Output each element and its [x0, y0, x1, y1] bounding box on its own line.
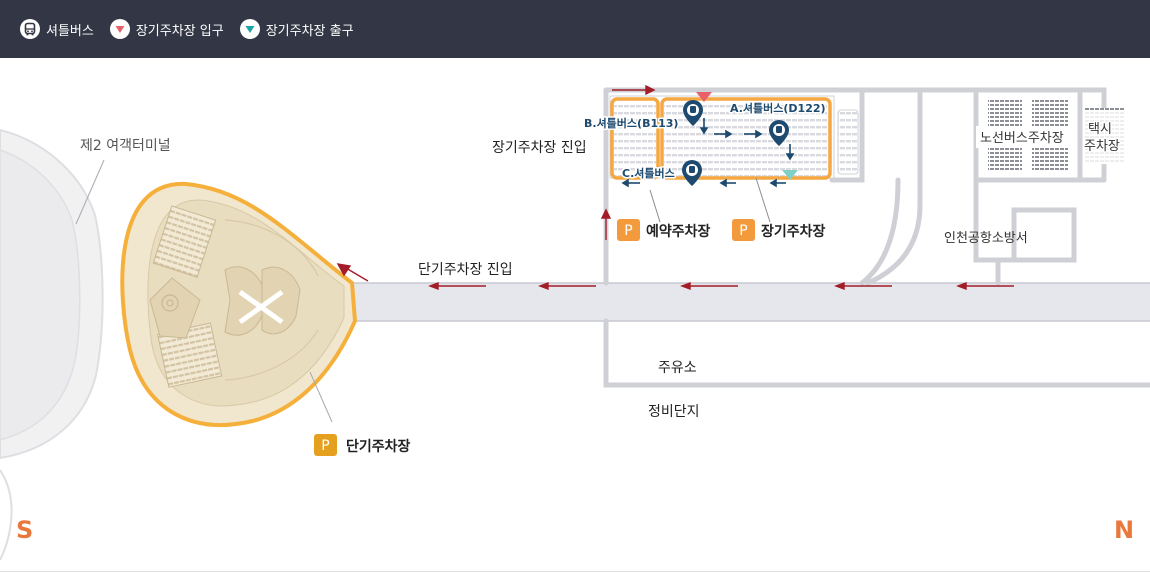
long-term-exit-marker: [782, 170, 798, 180]
entrance-triangle-icon: [109, 19, 130, 39]
short-term-parking-badge: P: [321, 438, 329, 454]
compass-north: N: [1114, 516, 1134, 544]
reserved-parking-outline: [610, 97, 660, 180]
long-term-leader-line: [755, 177, 771, 223]
long-term-parking-badge: P: [739, 223, 747, 239]
legend-long-term-exit[interactable]: 장기주차장 출구: [239, 19, 354, 39]
taxi-parking-area: [1084, 108, 1124, 164]
reserved-leader-line: [649, 189, 661, 223]
terminal-leader-line: [75, 159, 105, 225]
terminal-building: [0, 128, 104, 561]
short-term-leader-line: [309, 371, 333, 423]
legend-exit-label: 장기주차장 출구: [265, 23, 354, 39]
bus-parking-label: 노선버스주차장: [980, 131, 1064, 146]
shuttle-stop-a-pin[interactable]: [769, 120, 789, 146]
taxi-parking-label-line2: 주차장: [1084, 139, 1120, 154]
gas-station-label: 주유소: [658, 360, 697, 376]
maintenance-area-label: 정비단지: [648, 404, 700, 420]
long-term-parking-marker[interactable]: P 장기주차장: [732, 219, 826, 241]
map-area: 제2 여객터미널: [0, 58, 1150, 572]
secondary-roads: [603, 87, 1150, 388]
terminal-label: 제2 여객터미널: [80, 138, 171, 154]
shuttle-stop-b-label: B.셔틀버스(B113): [584, 116, 678, 130]
short-term-entry-label: 단기주차장 진입: [418, 262, 513, 278]
shuttle-stop-b-pin[interactable]: [683, 100, 703, 126]
legend-shuttle-bus[interactable]: 셔틀버스: [20, 19, 94, 39]
bus-parking-area: [976, 100, 1074, 172]
fire-station-label: 인천공항소방서: [944, 231, 1028, 246]
short-term-parking-area: [120, 181, 358, 427]
shuttle-stop-c-label: C.셔틀버스: [622, 166, 675, 180]
exit-triangle-icon: [239, 19, 260, 39]
legend-long-term-entrance[interactable]: 장기주차장 입구: [109, 19, 224, 39]
main-road-flow-arrows: [336, 263, 1014, 291]
reserved-parking-marker[interactable]: P 예약주차장: [617, 219, 711, 241]
reserved-parking-badge: P: [624, 223, 632, 239]
long-term-entry-label: 장기주차장 진입: [492, 140, 587, 156]
compass-south: S: [16, 516, 33, 544]
legend-bar: 셔틀버스 장기주차장 입구 장기주차장 출구: [0, 0, 1150, 58]
long-term-parking-label: 장기주차장: [761, 223, 826, 240]
long-term-entrance-marker: [696, 92, 712, 102]
map-canvas: 제2 여객터미널: [0, 84, 1150, 561]
taxi-parking-label-line1: 택시: [1088, 122, 1112, 137]
shuttle-bus-icon: [20, 19, 40, 39]
short-term-parking-marker[interactable]: P 단기주차장: [314, 434, 411, 456]
shuttle-stop-c-pin[interactable]: [682, 160, 702, 186]
short-term-parking-label: 단기주차장: [346, 438, 411, 455]
long-term-flow-arrows: [600, 84, 656, 240]
legend-entrance-label: 장기주차장 입구: [135, 23, 224, 39]
reserved-parking-label: 예약주차장: [646, 223, 711, 240]
internal-flow-arrows: [621, 118, 795, 188]
shuttle-stop-a-label: A.셔틀버스(D122): [730, 101, 826, 115]
main-road: [325, 282, 1150, 322]
long-term-parking-outline: [660, 97, 832, 180]
legend-shuttle-label: 셔틀버스: [46, 23, 94, 39]
